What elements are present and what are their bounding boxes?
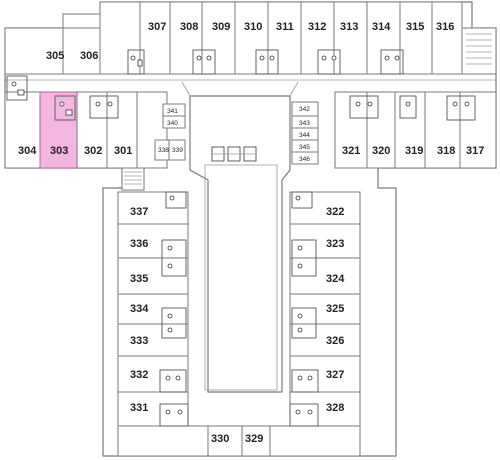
room-331[interactable]: [117, 391, 189, 427]
label-328: 328: [326, 402, 344, 414]
stairs-southwest: [121, 167, 145, 191]
label-320: 320: [372, 145, 390, 157]
label-335: 335: [130, 273, 148, 285]
label-346: 346: [299, 156, 310, 163]
south-left-rooms: [117, 191, 209, 457]
label-342: 342: [299, 106, 310, 113]
label-314: 314: [372, 21, 391, 33]
bathroom-fixtures: [6, 49, 476, 427]
south-right-rooms: [269, 191, 361, 457]
stairs-northeast: [461, 27, 497, 75]
room-322[interactable]: [289, 191, 361, 225]
label-326: 326: [326, 335, 344, 347]
label-341: 341: [167, 108, 178, 115]
label-302: 302: [84, 145, 102, 157]
room-309[interactable]: [201, 1, 236, 75]
label-321: 321: [342, 145, 360, 157]
central-lobby: [189, 95, 291, 393]
center-small-rooms: [154, 101, 319, 165]
atrium-void: [204, 164, 278, 391]
label-311: 311: [276, 21, 294, 33]
label-332: 332: [130, 369, 148, 381]
room-336[interactable]: [117, 223, 189, 259]
room-316[interactable]: [431, 1, 463, 75]
label-317: 317: [466, 145, 484, 157]
room-339[interactable]: [168, 139, 186, 161]
label-331: 331: [130, 402, 148, 414]
elevators: [211, 146, 257, 162]
label-330: 330: [211, 433, 229, 445]
room-315[interactable]: [399, 1, 433, 75]
label-327: 327: [326, 369, 344, 381]
room-329[interactable]: [241, 425, 271, 457]
label-301: 301: [114, 145, 132, 157]
label-303: 303: [50, 145, 68, 157]
label-310: 310: [244, 21, 262, 33]
label-337: 337: [130, 206, 148, 218]
north-bottom-rooms: [4, 91, 497, 169]
label-315: 315: [406, 21, 424, 33]
room-311[interactable]: [267, 1, 302, 75]
room-306[interactable]: [62, 27, 101, 75]
label-305: 305: [46, 50, 64, 62]
label-308: 308: [180, 21, 198, 33]
room-332[interactable]: [117, 355, 189, 393]
label-306: 306: [80, 50, 98, 62]
label-329: 329: [245, 433, 263, 445]
label-343: 343: [299, 120, 310, 127]
room-334[interactable]: [117, 293, 189, 325]
label-339: 339: [172, 147, 183, 154]
room-310[interactable]: [234, 1, 269, 75]
label-307: 307: [148, 21, 166, 33]
room-313[interactable]: [333, 1, 368, 75]
room-346[interactable]: [291, 151, 319, 165]
room-333[interactable]: [117, 323, 189, 357]
label-324: 324: [326, 273, 345, 285]
label-322: 322: [326, 206, 344, 218]
room-305[interactable]: [4, 27, 64, 75]
room-312[interactable]: [300, 1, 335, 75]
room-321[interactable]: [334, 91, 368, 169]
label-319: 319: [405, 145, 423, 157]
label-312: 312: [308, 21, 326, 33]
room-labels: 305 306 307 308 309 310 311 312 313 314 …: [18, 21, 484, 445]
room-308[interactable]: [169, 1, 203, 75]
room-327[interactable]: [289, 355, 361, 393]
label-316: 316: [436, 21, 454, 33]
label-323: 323: [326, 238, 344, 250]
room-317[interactable]: [459, 91, 497, 169]
label-318: 318: [437, 145, 455, 157]
label-325: 325: [326, 303, 344, 315]
room-325[interactable]: [289, 293, 361, 325]
room-323[interactable]: [289, 223, 361, 259]
room-340[interactable]: [162, 115, 186, 129]
label-338: 338: [158, 147, 169, 154]
label-345: 345: [299, 144, 310, 151]
label-334: 334: [130, 303, 149, 315]
label-344: 344: [299, 132, 310, 139]
label-313: 313: [340, 21, 358, 33]
north-top-rooms: [99, 1, 497, 75]
stair-treads-ne: [466, 33, 492, 65]
room-307[interactable]: [139, 1, 171, 75]
room-330[interactable]: [207, 425, 243, 457]
label-333: 333: [130, 335, 148, 347]
room-328[interactable]: [289, 391, 361, 427]
label-340: 340: [167, 120, 178, 127]
label-336: 336: [130, 238, 148, 250]
label-304: 304: [18, 145, 37, 157]
label-309: 309: [212, 21, 230, 33]
room-314[interactable]: [366, 1, 401, 75]
